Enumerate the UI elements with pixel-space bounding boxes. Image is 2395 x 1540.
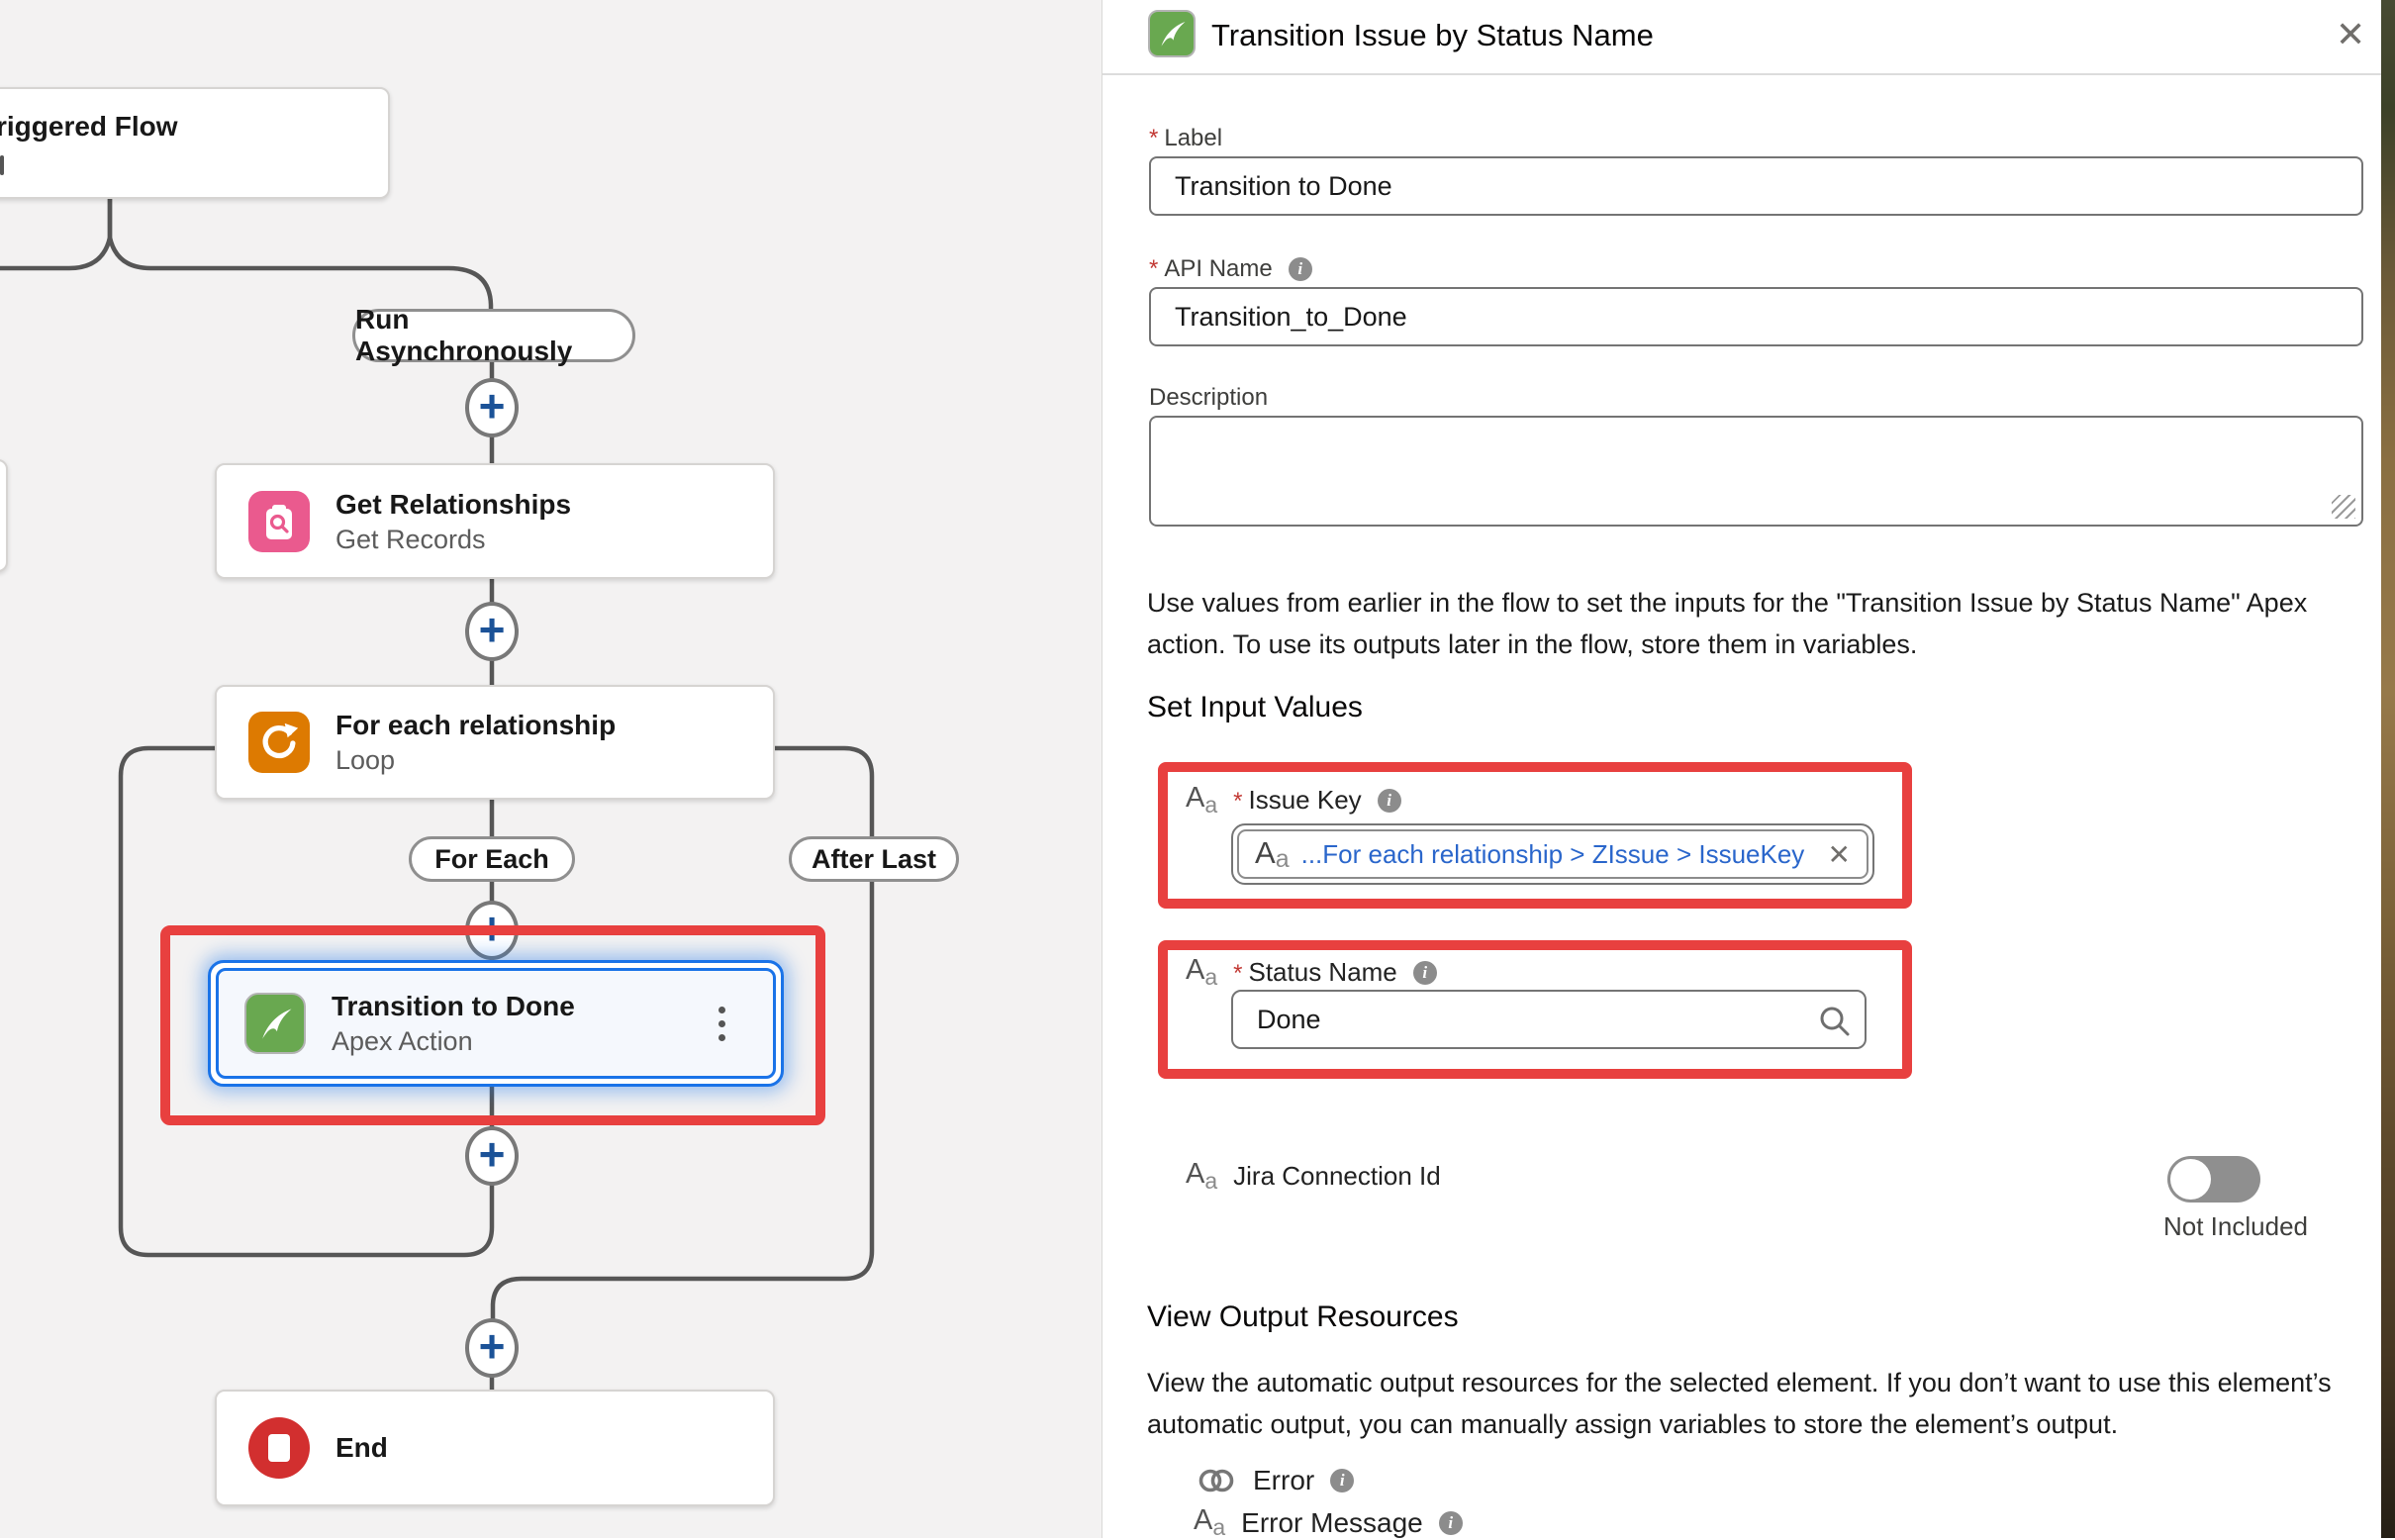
search-icon[interactable] <box>1817 1004 1853 1039</box>
node-title: Transition to Done <box>332 991 575 1021</box>
for-each-path-label[interactable]: For Each <box>409 836 575 882</box>
node-title: For each relationship <box>335 710 617 740</box>
api-name-input[interactable] <box>1149 287 2363 346</box>
panel-title: Transition Issue by Status Name <box>1211 18 1654 52</box>
annotation-highlight-apex-node <box>160 925 825 1125</box>
transition-to-done-node-selected[interactable]: Transition to Done Apex Action <box>208 960 784 1087</box>
add-element-button[interactable]: + <box>465 378 519 437</box>
panel-intro-text: Use values from earlier in the flow to s… <box>1147 588 2308 659</box>
get-relationships-node[interactable]: Get Relationships Get Records <box>215 463 775 579</box>
add-element-button[interactable]: + <box>465 1318 519 1378</box>
end-node[interactable]: End <box>215 1390 775 1506</box>
desktop-wallpaper-strip <box>2381 0 2395 1538</box>
after-last-path-label[interactable]: After Last <box>789 836 959 882</box>
node-subtitle: Loop <box>335 745 396 775</box>
issue-key-pill-text: ...For each relationship > ZIssue > Issu… <box>1300 838 1805 869</box>
node-title: End <box>335 1432 388 1463</box>
info-icon[interactable]: i <box>1438 1510 1463 1535</box>
end-icon <box>248 1417 310 1479</box>
run-asynchronously-path-label[interactable]: Run Asynchronously <box>352 304 635 366</box>
output-error-row: Error i <box>1198 1465 1355 1496</box>
label-field-label: *Label <box>1149 125 1223 151</box>
toggle-state-label: Not Included <box>2163 1211 2308 1241</box>
panel-header-divider <box>1102 73 2381 75</box>
issue-key-resource-pill[interactable]: A a ...For each relationship > ZIssue > … <box>1237 829 1868 879</box>
text-type-icon: A a <box>1255 834 1290 873</box>
info-icon[interactable]: i <box>1288 257 1312 281</box>
annotation-highlight-issue-key <box>1158 762 1912 909</box>
add-element-button[interactable]: + <box>465 1126 519 1186</box>
panel-header-zephyr-icon <box>1148 10 1196 57</box>
description-field-label: Description <box>1149 384 1269 411</box>
node-subtitle: Apex Action <box>332 1026 473 1056</box>
trigger-subtitle-sliver <box>0 155 4 175</box>
apex-action-zephyr-icon <box>244 993 306 1054</box>
flow-node-title: ord-Triggered Flow <box>0 111 178 142</box>
info-icon[interactable]: i <box>1412 960 1437 985</box>
boolean-type-icon <box>1198 1469 1234 1492</box>
record-triggered-flow-node[interactable]: ord-Triggered Flow <box>0 87 390 199</box>
view-output-resources-heading: View Output Resources <box>1147 1300 1459 1333</box>
toggle-knob <box>2170 1159 2211 1200</box>
status-name-input[interactable] <box>1231 990 1867 1049</box>
node-title: Get Relationships <box>335 488 572 520</box>
issue-key-input[interactable]: A a ...For each relationship > ZIssue > … <box>1231 823 1874 885</box>
close-icon[interactable]: ✕ <box>2336 14 2366 54</box>
loop-icon <box>248 712 310 773</box>
info-icon[interactable]: i <box>1377 788 1401 813</box>
label-input[interactable] <box>1149 156 2363 216</box>
resize-handle[interactable] <box>2332 495 2355 519</box>
annotation-highlight-status-name <box>1158 940 1912 1079</box>
flow-canvas[interactable]: ord-Triggered Flow Run Asynchronously + … <box>0 0 1102 1538</box>
add-element-button[interactable]: + <box>465 602 519 661</box>
output-resources-description: View the automatic output resources for … <box>1147 1368 2332 1439</box>
info-icon[interactable]: i <box>1330 1469 1355 1492</box>
api-name-field-label: *API Name i <box>1149 255 1312 283</box>
partial-left-node[interactable] <box>0 459 8 572</box>
remove-pill-icon[interactable]: ✕ <box>1827 838 1851 870</box>
description-textarea[interactable] <box>1149 416 2363 527</box>
loop-node[interactable]: For each relationship Loop <box>215 685 775 800</box>
jira-connection-toggle[interactable] <box>2167 1156 2260 1203</box>
set-input-values-heading: Set Input Values <box>1147 691 1363 723</box>
get-records-icon <box>248 490 310 552</box>
node-subtitle: Get Records <box>335 524 486 554</box>
node-menu-button[interactable] <box>718 1006 725 1041</box>
